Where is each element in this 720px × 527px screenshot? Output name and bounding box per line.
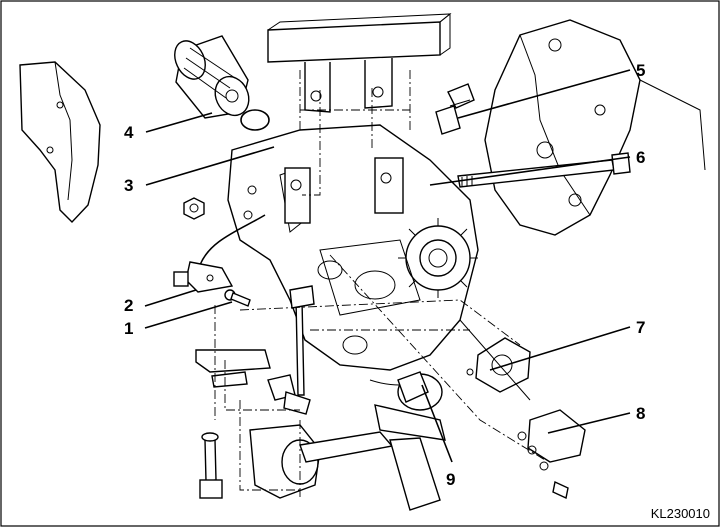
callout-1: 1	[124, 319, 133, 338]
callout-8: 8	[636, 404, 645, 423]
figure-code: KL230010	[651, 506, 710, 521]
lower-engine-mount	[199, 404, 446, 511]
construction-lines	[214, 70, 546, 500]
cable-bracket-2	[173, 214, 266, 293]
left-mounting-bracket	[19, 61, 101, 224]
right-housing-casting	[484, 19, 706, 236]
o-ring	[240, 109, 270, 131]
leader-lines	[144, 69, 631, 463]
hex-nut	[183, 197, 205, 220]
upper-support-beam	[267, 12, 452, 113]
sensor-5	[435, 83, 475, 135]
cover-8	[517, 409, 586, 500]
starter-motor	[174, 35, 250, 119]
callout-3: 3	[124, 176, 133, 195]
screw-1	[224, 289, 251, 307]
callout-4: 4	[124, 123, 134, 142]
callout-5: 5	[636, 61, 645, 80]
callout-9: 9	[446, 470, 455, 489]
gearbox-housing	[227, 124, 479, 371]
shift-lever	[195, 349, 311, 415]
callout-2: 2	[124, 296, 133, 315]
callout-7: 7	[636, 318, 645, 337]
selector-rod	[289, 285, 315, 396]
gasket-plate-7	[459, 319, 531, 401]
callout-6: 6	[636, 148, 645, 167]
solenoid-9	[369, 371, 443, 411]
